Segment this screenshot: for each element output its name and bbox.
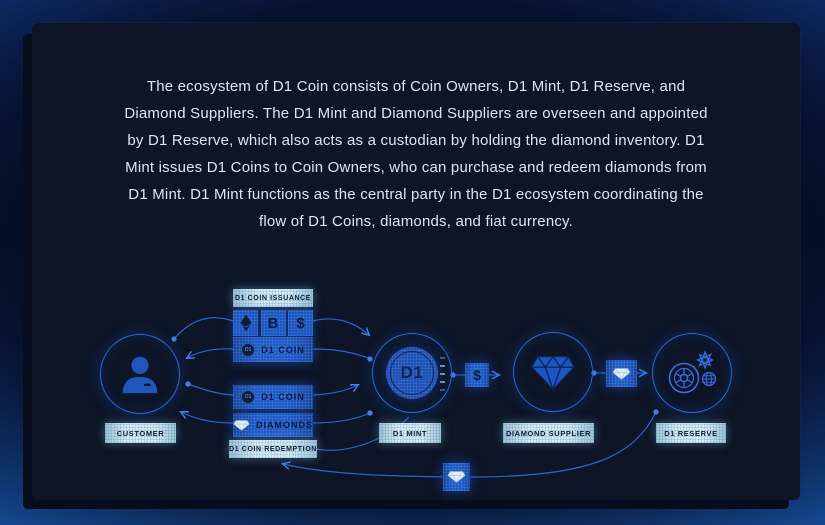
arrow-mint-diamonds-out <box>312 410 373 424</box>
intro-line: Mint issues D1 Coins to Coin Owners, who… <box>125 159 707 176</box>
diamond-icon <box>447 471 466 483</box>
arrow-mint-coin-out <box>312 348 373 362</box>
coin-edge-dashes <box>440 373 445 375</box>
d1-mint-node: D1 <box>372 333 452 413</box>
gears-globe-icon <box>668 350 717 394</box>
ethereum-icon <box>239 314 252 332</box>
d1-coin-token-icon: D1 <box>241 390 256 404</box>
bitcoin-box: B <box>260 310 286 336</box>
intro-line: by D1 Reserve, which also acts as a cust… <box>127 132 705 149</box>
customer-node <box>100 334 180 414</box>
big-diamond-icon <box>531 355 575 391</box>
ethereum-box <box>233 310 258 336</box>
dollar-symbol: $ <box>296 314 305 332</box>
fiat-transfer-box: $ <box>465 363 489 387</box>
d1-reserve-label: D1 RESERVE <box>656 423 726 443</box>
arrow-reserve-to-redemption <box>280 409 659 478</box>
intro-line: D1 Mint. D1 Mint functions as the centra… <box>128 186 704 203</box>
currency-row: B $ <box>233 310 313 336</box>
diamond-return-box <box>443 463 470 491</box>
diamond-icon <box>233 419 250 431</box>
intro-line: flow of D1 Coins, diamonds, and fiat cur… <box>258 213 574 230</box>
d1-coin-row-label: D1 COIN <box>261 344 305 355</box>
intro-line: Diamond Suppliers. The D1 Mint and Diamo… <box>124 105 708 122</box>
d1-coin-token-icon: D1 <box>241 342 256 357</box>
arrow-diamonds-to-customer <box>179 411 234 424</box>
d1-coin-redeemed-row: D1 D1 COIN <box>233 385 313 409</box>
arrow-customer-payment-out <box>171 317 234 342</box>
flow-arrows <box>171 317 659 478</box>
d1-coin-issued-row: D1 D1 COIN <box>233 337 313 362</box>
d1-mint-coin-icon: D1 <box>386 347 445 399</box>
diamond-supplier-label: DIAMOND SUPPLIER <box>503 423 594 443</box>
diamonds-row: DIAMONDS <box>233 413 313 437</box>
fiat-symbol: $ <box>473 367 481 383</box>
d1-mint-label: D1 MINT <box>379 423 441 443</box>
bitcoin-symbol: B <box>267 314 279 332</box>
dollar-box: $ <box>288 310 313 336</box>
arrow-coin-to-customer <box>185 348 234 360</box>
diamond-icon <box>612 367 631 380</box>
d1-coin-row-label: D1 COIN <box>261 392 305 402</box>
intro-line: The ecosystem of D1 Coin consists of Coi… <box>146 78 686 95</box>
intro-paragraph: The ecosystem of D1 Coin consists of Coi… <box>32 73 800 235</box>
diamond-transfer-box <box>606 360 637 387</box>
arrow-payment-to-mint <box>312 318 371 337</box>
arrow-customer-coin-out <box>185 381 234 396</box>
customer-label: CUSTOMER <box>105 423 176 443</box>
diamonds-row-label: DIAMONDS <box>256 420 313 430</box>
person-icon <box>122 356 158 394</box>
redemption-footer: D1 COIN REDEMPTION <box>229 440 317 458</box>
infographic-panel: The ecosystem of D1 Coin consists of Coi… <box>32 23 800 500</box>
issuance-header: D1 COIN ISSUANCE <box>233 289 313 307</box>
d1-reserve-node <box>652 333 732 413</box>
arrow-coin-to-mint <box>312 384 360 396</box>
ecosystem-diagram: D1 COIN ISSUANCE B $ D1 D1 COIN <box>32 23 800 500</box>
diamond-supplier-node <box>513 332 593 412</box>
